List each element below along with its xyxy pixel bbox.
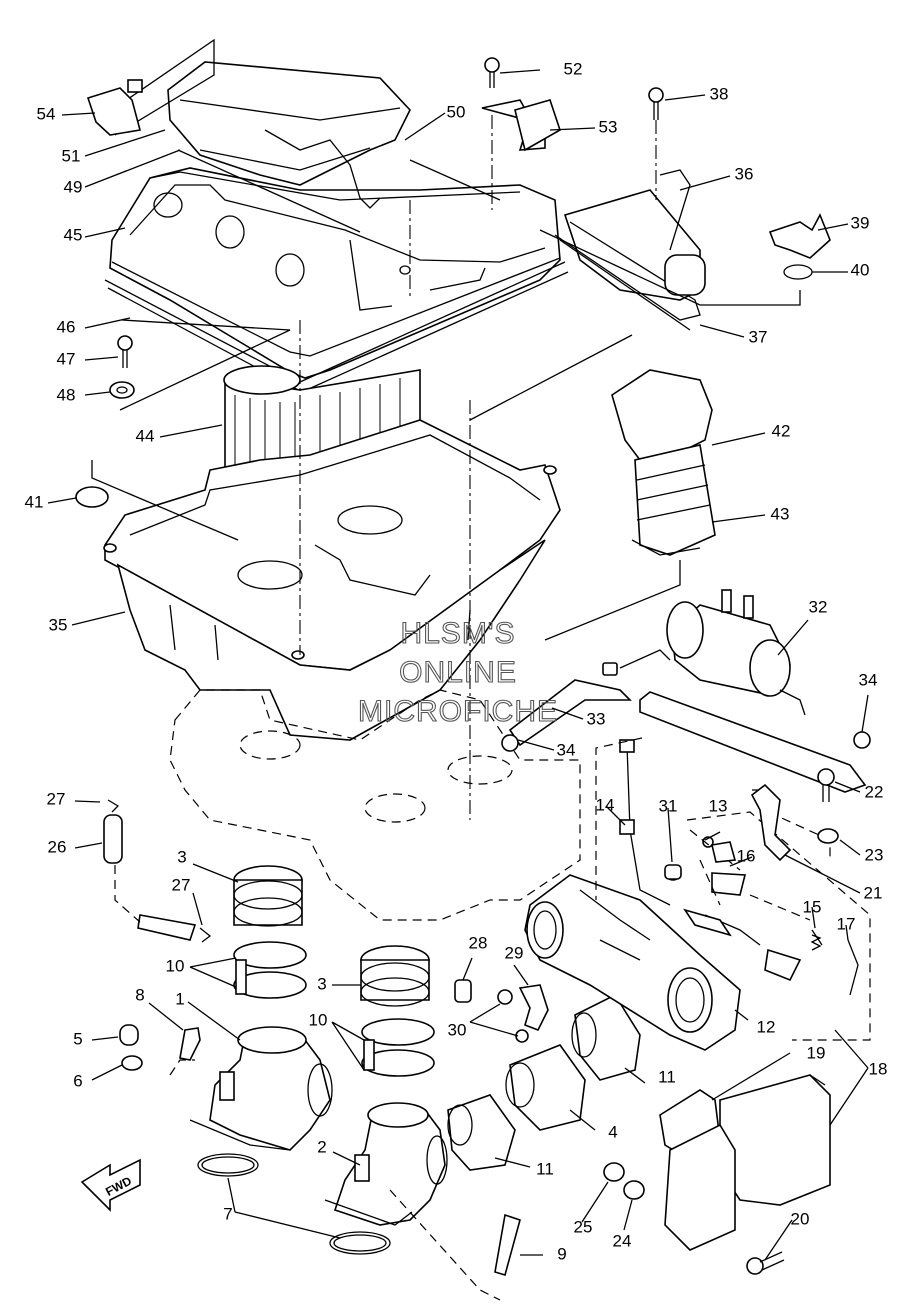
callout-23: 23 (865, 845, 884, 864)
rubber-joints (447, 993, 641, 1171)
callout-28: 28 (469, 933, 488, 952)
callout-10a: 10 (166, 956, 185, 975)
callout-43: 43 (771, 504, 790, 523)
callout-31: 31 (659, 796, 678, 815)
callout-16: 16 (737, 846, 756, 865)
callout-46: 46 (57, 317, 76, 336)
callout-25: 25 (574, 1217, 593, 1236)
hose-clamps (233, 941, 435, 1077)
callout-45: 45 (64, 225, 83, 244)
breather-tray (554, 169, 706, 331)
callout-24: 24 (613, 1231, 632, 1250)
callout-50: 50 (447, 102, 466, 121)
callout-54: 54 (37, 104, 56, 123)
throttle-cable (619, 739, 859, 996)
callout-32: 32 (809, 597, 828, 616)
watermark: HLSM'S ONLINE MICROFICHE (357, 616, 558, 728)
callout-7: 7 (223, 1204, 232, 1223)
callout-10b: 10 (309, 1010, 328, 1029)
callout-49: 49 (64, 177, 83, 196)
callout-35: 35 (49, 615, 68, 634)
callout-34a: 34 (557, 740, 576, 759)
callout-44: 44 (136, 426, 155, 445)
callout-4: 4 (608, 1122, 617, 1141)
carb-holders (233, 865, 430, 1007)
callout-39: 39 (851, 213, 870, 232)
callout-14: 14 (596, 795, 615, 814)
callout-1: 1 (175, 989, 184, 1008)
callout-34b: 34 (859, 670, 878, 689)
callout-11b: 11 (536, 1159, 554, 1178)
air-intake-boot (611, 369, 716, 556)
callout-15: 15 (803, 897, 822, 916)
fuel-filter (666, 589, 806, 716)
callout-18: 18 (869, 1059, 888, 1078)
callout-52: 52 (564, 59, 583, 78)
carburetor-assembly (524, 874, 741, 1051)
carb-joint-1 (189, 1026, 333, 1151)
callout-30: 30 (448, 1020, 467, 1039)
callout-40: 40 (851, 260, 870, 279)
air-box-case (103, 419, 561, 741)
callout-53: 53 (599, 117, 618, 136)
callout-27a: 27 (47, 789, 66, 808)
callout-41: 41 (25, 492, 44, 511)
callout-3b: 3 (317, 974, 326, 993)
callout-47: 47 (57, 349, 76, 368)
small-hardware (75, 57, 839, 1277)
watermark-line-1: HLSM'S (400, 617, 515, 650)
callout-2: 2 (317, 1137, 326, 1156)
callout-8: 8 (135, 985, 144, 1004)
callout-12: 12 (757, 1017, 776, 1036)
callout-21: 21 (864, 883, 883, 902)
callout-numbers: 1 2 3 3 4 5 6 7 8 9 10 10 11 11 12 13 14… (25, 59, 888, 1263)
callout-5: 5 (73, 1029, 82, 1048)
callout-42: 42 (772, 421, 791, 440)
carb-joint-2 (324, 1102, 448, 1226)
callout-9: 9 (557, 1244, 566, 1263)
bracket-stay (750, 783, 792, 862)
callout-51: 51 (62, 146, 81, 165)
o-ring-gaskets (197, 1153, 391, 1255)
vent-hose-path (114, 865, 501, 1301)
callout-22: 22 (865, 782, 884, 801)
leader-lines (47, 69, 869, 1261)
callout-11a: 11 (658, 1067, 676, 1086)
watermark-line-2: ONLINE (399, 656, 517, 689)
boot-band-holder (659, 1074, 831, 1251)
engine-outline (169, 689, 581, 921)
callout-19: 19 (807, 1043, 826, 1062)
callout-20: 20 (791, 1209, 810, 1228)
fuel-hoses (501, 649, 871, 793)
watermark-line-3: MICROFICHE (358, 695, 558, 728)
forward-direction-arrow: FWD (80, 1158, 141, 1212)
callout-6: 6 (73, 1071, 82, 1090)
callout-27b: 27 (172, 875, 191, 894)
callout-38: 38 (710, 84, 729, 103)
callout-26: 26 (48, 837, 67, 856)
callout-37: 37 (749, 327, 768, 346)
callout-36: 36 (735, 164, 754, 183)
guide-lines (91, 38, 801, 820)
callout-33: 33 (587, 709, 606, 728)
callout-17: 17 (837, 914, 856, 933)
callout-3a: 3 (177, 847, 186, 866)
callout-29: 29 (505, 943, 524, 962)
intake-duct (167, 61, 411, 233)
callout-13: 13 (709, 796, 728, 815)
callout-48: 48 (57, 385, 76, 404)
